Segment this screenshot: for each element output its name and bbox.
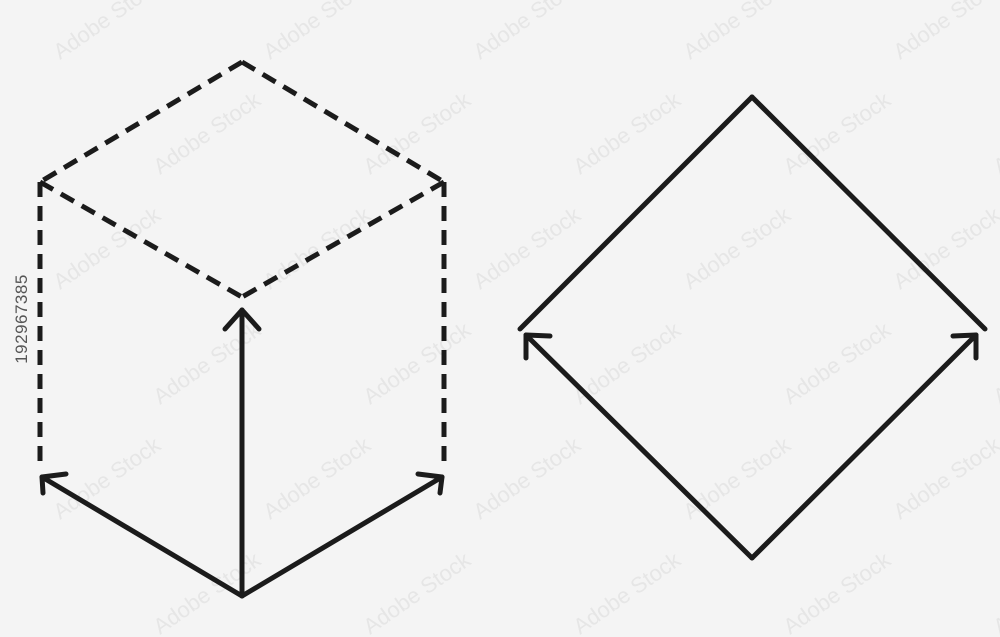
cube-edge-top-right [240, 59, 446, 185]
watermark-text: Adobe Stock [679, 201, 796, 294]
axis-vertical-arrowhead [222, 307, 262, 332]
axis-right-arrowhead [415, 471, 445, 496]
watermark-text: Adobe Stock [779, 316, 896, 409]
watermark-text: Adobe Stock [259, 431, 376, 524]
watermark-text: Adobe Stock [569, 546, 686, 637]
watermark-text: Adobe Stock [149, 316, 266, 409]
diamond-edge-bottom-right [749, 332, 979, 561]
watermark-text: Adobe Stock [469, 0, 586, 64]
watermark-text: Adobe Stock [779, 546, 896, 637]
watermark-text: Adobe Stock [149, 86, 266, 179]
watermark-text: Adobe Stock [779, 86, 896, 179]
cube-axes [39, 307, 445, 599]
axis-left [39, 474, 245, 599]
axis-right [239, 474, 445, 599]
cube-edge-inner-right [240, 179, 446, 300]
watermark-text: Adobe Stock [889, 0, 1000, 64]
cube-edge-top-left [38, 59, 244, 185]
watermark-text: Adobe Stock [49, 0, 166, 64]
watermark-text: Adobe Stock [49, 431, 166, 524]
stock-id-text: 192967385 [12, 273, 31, 364]
watermark-text: Adobe Stock [889, 431, 1000, 524]
diamond-edge-top-right [749, 94, 988, 332]
cube-edge-inner-left [38, 179, 244, 300]
watermark-text: Adobe Stock [569, 86, 686, 179]
watermark-text: Adobe Stock [989, 86, 1000, 179]
watermark-text: Adobe Stock [989, 546, 1000, 637]
watermark-text: Adobe Stock [359, 316, 476, 409]
watermark-text: Adobe Stock [49, 201, 166, 294]
diamond-edge-top-left [517, 94, 755, 332]
axis-left-arrowhead [39, 471, 69, 496]
isometric-cube [37, 59, 447, 599]
watermark-text: Adobe Stock [259, 0, 376, 64]
watermark-text: Adobe Stock [469, 431, 586, 524]
diamond-right-arrowhead [950, 332, 979, 361]
watermark-text: Adobe Stock [989, 316, 1000, 409]
cube-dashed-outline [37, 59, 447, 468]
stock-id-label: 192967385 [4, 0, 40, 637]
watermark-text: Adobe Stock [359, 546, 476, 637]
square-diamond [517, 94, 988, 561]
diamond-edge-bottom-left [523, 332, 755, 561]
watermark-text: Adobe Stock [679, 431, 796, 524]
watermark-text: Adobe Stock [679, 0, 796, 64]
diamond-left-arrowhead [523, 332, 553, 361]
